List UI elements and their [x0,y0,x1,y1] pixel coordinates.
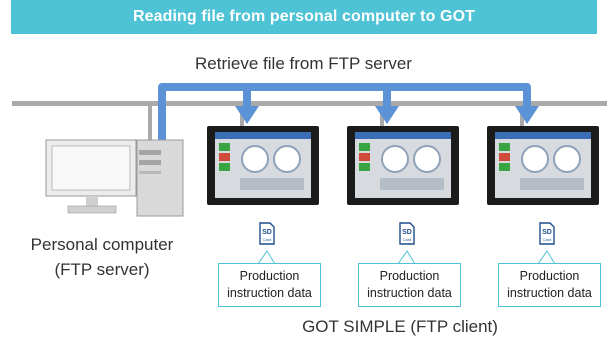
got-panel-3 [487,126,599,205]
pc-illustration [45,139,184,217]
pc-label: Personal computer (FTP server) [17,232,187,282]
sd-card-sub: Card [403,237,412,242]
data-box-line1: Production [379,269,440,283]
sd-card-text: SD [262,229,272,236]
flow-arrow [158,83,539,146]
title-banner: Reading file from personal computer to G… [11,0,597,34]
data-box-2: Production instruction data [358,263,461,307]
sd-card-text: SD [402,229,412,236]
sd-card-icon: SD Card [259,222,275,245]
sd-card-sub: Card [543,237,552,242]
data-box-line1: Production [519,269,580,283]
data-box-line2: instruction data [227,286,312,300]
data-box-3: Production instruction data [498,263,601,307]
data-box-line2: instruction data [507,286,592,300]
data-box-1: Production instruction data [218,263,321,307]
got-panel-1 [207,126,319,205]
flow-label: Retrieve file from FTP server [195,54,412,73]
sd-card-text: SD [542,229,552,236]
pc-label-line1: Personal computer [30,235,174,254]
sd-card-icon: SD Card [399,222,415,245]
got-panel-2 [347,126,459,205]
sd-card-icon: SD Card [539,222,555,245]
data-box-line2: instruction data [367,286,452,300]
data-box-line1: Production [239,269,300,283]
banner-title: Reading file from personal computer to G… [132,8,475,25]
pc-label-line2: (FTP server) [54,260,150,279]
sd-card-sub: Card [263,237,272,242]
client-label: GOT SIMPLE (FTP client) [302,317,498,336]
